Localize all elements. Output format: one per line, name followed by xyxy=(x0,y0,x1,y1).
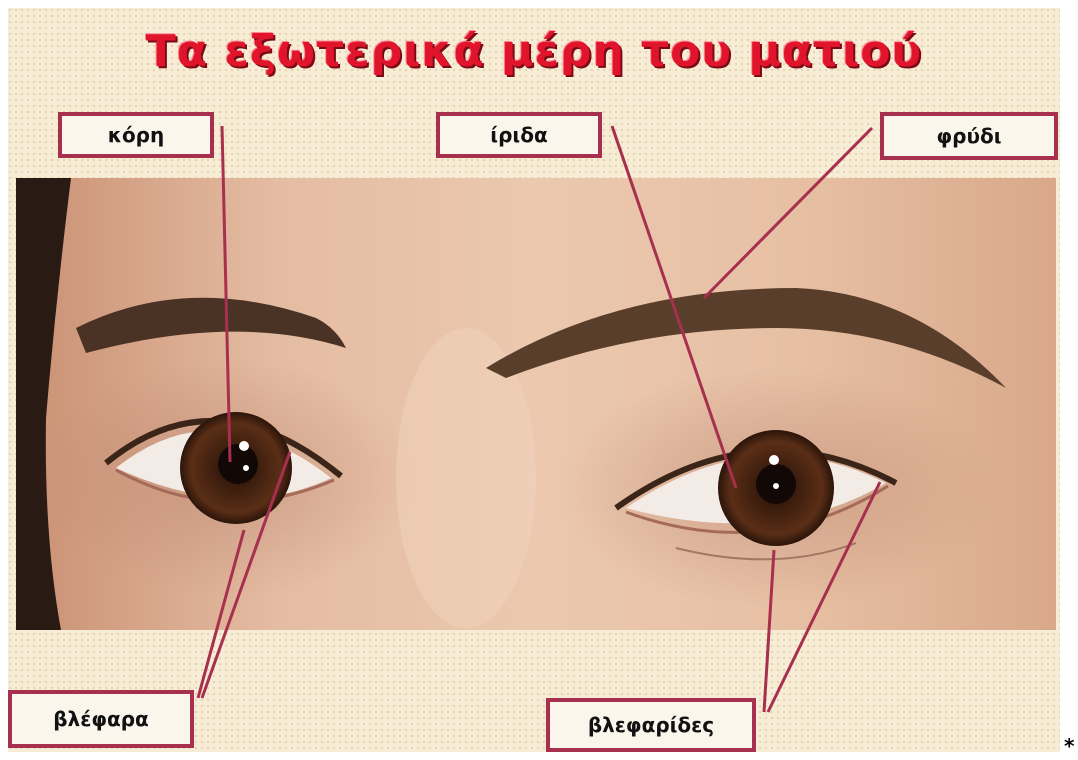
label-pupil: κόρη xyxy=(58,112,214,158)
label-pupil-text: κόρη xyxy=(108,123,165,147)
label-iris: ίριδα xyxy=(436,112,602,158)
label-eyelashes-text: βλεφαρίδες xyxy=(588,713,714,737)
eye-photo xyxy=(16,178,1056,630)
label-eyelashes: βλεφαρίδες xyxy=(546,698,756,752)
label-eyelids: βλέφαρα xyxy=(8,690,194,748)
footnote-asterisk: * xyxy=(1064,734,1074,758)
label-eyebrow-text: φρύδι xyxy=(937,124,1002,148)
label-eyebrow: φρύδι xyxy=(880,112,1058,160)
slide: Τα εξωτερικά μέρη του ματιού xyxy=(8,8,1060,752)
page-title: Τα εξωτερικά μέρη του ματιού xyxy=(8,26,1060,77)
label-eyelids-text: βλέφαρα xyxy=(53,707,149,731)
label-iris-text: ίριδα xyxy=(490,123,547,147)
